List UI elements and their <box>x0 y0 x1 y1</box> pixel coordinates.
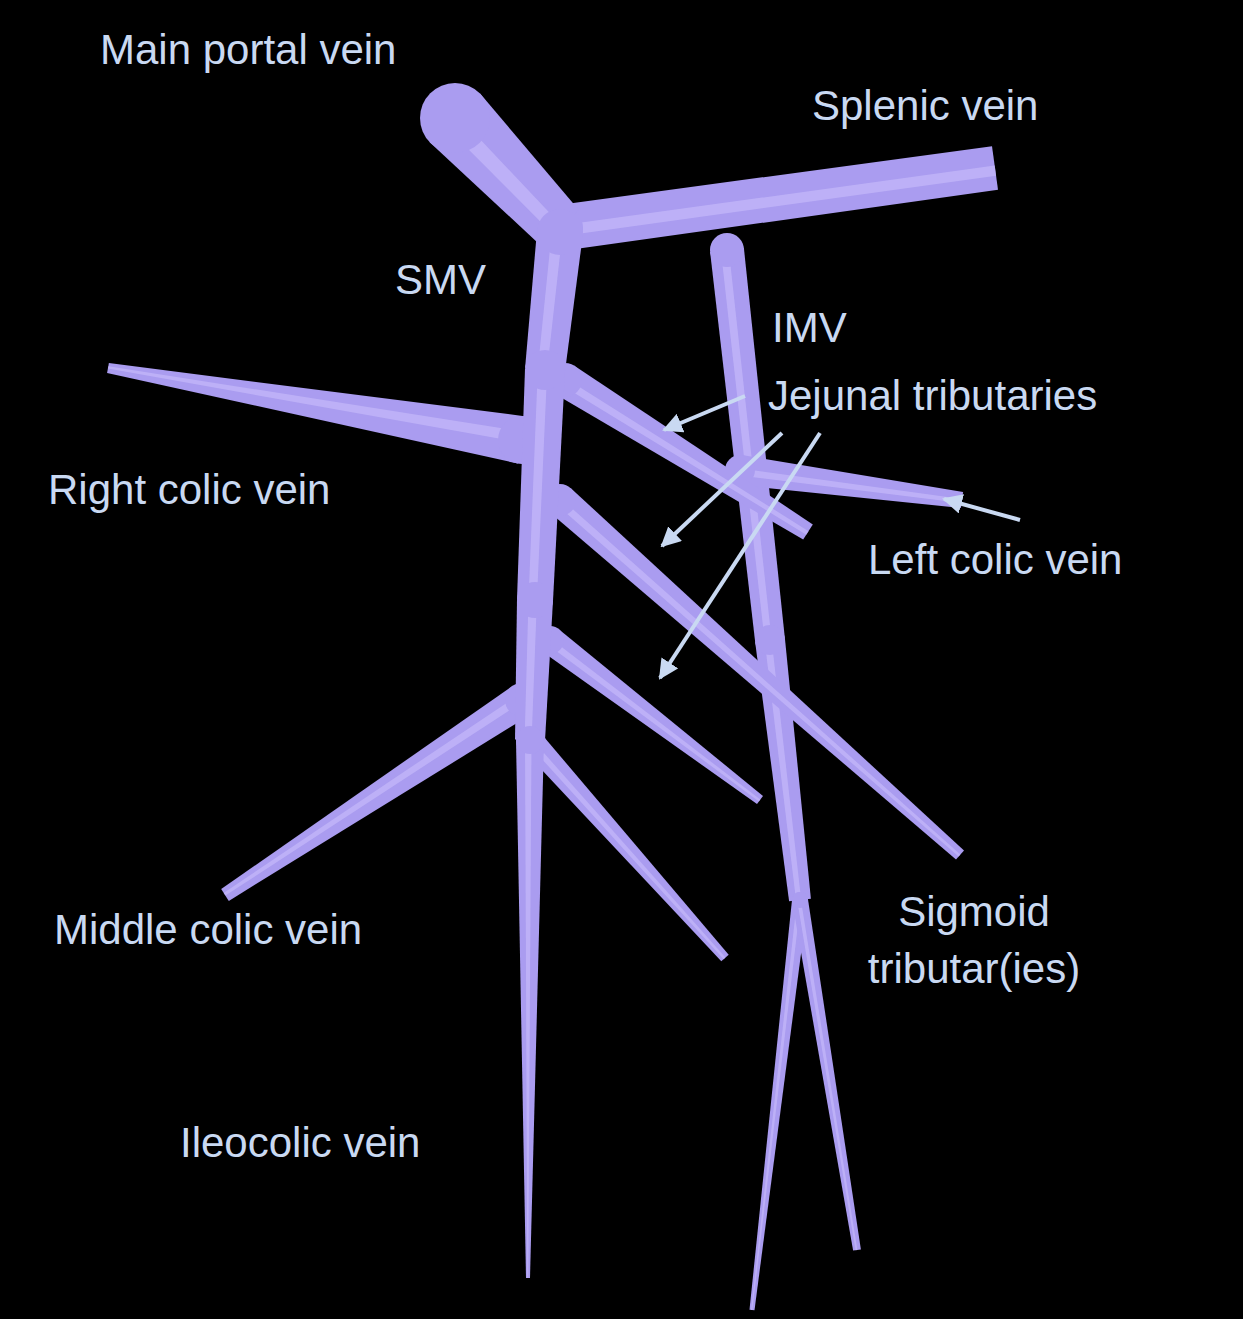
vein-highlight <box>560 166 996 237</box>
leader-arrow <box>660 433 820 678</box>
vein-body <box>750 899 808 1310</box>
vein-highlight <box>751 900 801 1310</box>
vein-body <box>221 686 531 901</box>
vein-segment <box>525 209 583 372</box>
leader-arrow <box>944 499 1020 520</box>
vessel-label: Sigmoid tributar(ies) <box>836 884 1112 997</box>
vein-joint <box>525 350 565 390</box>
leader-arrow <box>662 433 782 546</box>
vessel-label: SMV <box>395 252 486 309</box>
vein-highlight <box>525 740 532 1278</box>
vein-segment <box>710 233 785 642</box>
vein-highlight <box>525 600 537 740</box>
vein-segment <box>750 892 809 1310</box>
vessel-label: Middle colic vein <box>54 902 362 959</box>
vein-body <box>107 363 526 464</box>
vein-segment <box>523 733 729 961</box>
vessel-label: Jejunal tributaries <box>768 368 1097 425</box>
leader-arrow <box>664 396 745 430</box>
vein-segment <box>221 683 539 901</box>
vein-segment <box>792 892 861 1251</box>
vein-body <box>517 369 565 601</box>
vessel-label: Ileocolic vein <box>180 1115 420 1172</box>
vein-highlight <box>108 366 524 442</box>
vein-joint <box>710 233 744 267</box>
vein-highlight <box>532 744 726 959</box>
vessel-label: Left colic vein <box>868 532 1122 589</box>
vein-highlight <box>721 250 772 641</box>
vein-segment <box>516 726 544 1278</box>
vein-highlight <box>529 370 548 600</box>
vessel-label: IMV <box>772 300 847 357</box>
vein-body <box>516 740 544 1278</box>
vein-segment <box>107 363 546 464</box>
vein-joint <box>537 209 583 255</box>
vein-joint <box>792 892 808 908</box>
vein-joint <box>517 582 553 618</box>
vein-joint <box>516 726 544 754</box>
vein-joint <box>755 625 785 655</box>
vein-segment <box>537 146 998 251</box>
vein-body <box>792 899 861 1251</box>
vein-highlight <box>797 900 857 1250</box>
vein-body <box>557 146 998 251</box>
vessel-label: Main portal vein <box>100 22 396 79</box>
vein-segment <box>515 582 553 741</box>
vessel-label: Splenic vein <box>812 78 1038 135</box>
vein-highlight <box>547 639 760 802</box>
vein-body <box>526 737 729 961</box>
vein-body <box>515 599 553 740</box>
vein-highlight <box>739 468 962 503</box>
vein-segment <box>517 350 565 601</box>
vein-highlight <box>224 695 523 896</box>
vein-joint <box>792 892 808 908</box>
vein-joint <box>420 83 490 153</box>
vessel-label: Right colic vein <box>48 462 330 519</box>
